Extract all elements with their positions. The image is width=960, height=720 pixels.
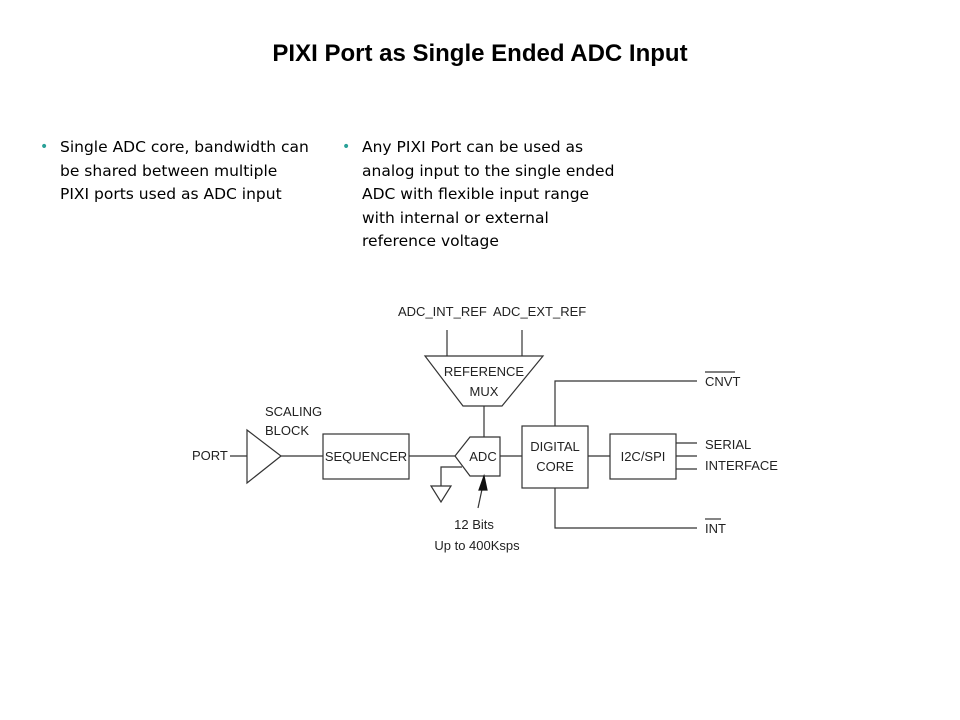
slide-title: PIXI Port as Single Ended ADC Input: [272, 40, 688, 67]
port-label: PORT: [192, 448, 228, 463]
bullet-text: Any PIXI Port can be used as analog inpu…: [362, 138, 615, 250]
serial-label-2: INTERFACE: [705, 458, 778, 473]
cnvt-wire: [554, 380, 697, 426]
digital-core-label-1: DIGITAL: [530, 439, 580, 454]
adc-ext-ref-label: ADC_EXT_REF: [493, 304, 586, 319]
bullet-list-left: • Single ADC core, bandwidth can be shar…: [40, 136, 310, 207]
resolution-label: 12 Bits: [454, 517, 494, 532]
bullet-item: • Any PIXI Port can be used as analog in…: [342, 136, 622, 254]
cnvt-label: CNVT: [705, 374, 740, 389]
scaling-label-2: BLOCK: [265, 423, 309, 438]
resolution-arrow-icon: [478, 473, 488, 491]
ground-icon: [429, 485, 453, 504]
bullet-dot-icon: •: [40, 139, 49, 155]
sample-rate-label: Up to 400Ksps: [434, 538, 520, 553]
reference-mux-label-2: MUX: [470, 384, 499, 399]
int-wire: [554, 488, 697, 529]
adc-int-ref-label: ADC_INT_REF: [398, 304, 487, 319]
serial-label-1: SERIAL: [705, 437, 751, 452]
digital-core-label-2: CORE: [536, 459, 574, 474]
i2c-spi-label: I2C/SPI: [621, 449, 666, 464]
int-label: INT: [705, 521, 726, 536]
bullet-list-right: • Any PIXI Port can be used as analog in…: [342, 136, 622, 254]
bullet-text: Single ADC core, bandwidth can be shared…: [60, 138, 309, 203]
sequencer-label: SEQUENCER: [325, 449, 407, 464]
bullet-dot-icon: •: [342, 139, 351, 155]
reference-mux-label-1: REFERENCE: [444, 364, 525, 379]
scaling-block-amplifier: [246, 428, 282, 485]
digital-core-block: [521, 425, 589, 489]
bullet-item: • Single ADC core, bandwidth can be shar…: [40, 136, 310, 207]
scaling-label-1: SCALING: [265, 404, 322, 419]
ground-wire: [440, 466, 462, 486]
reference-mux-block: [423, 355, 545, 407]
adc-label: ADC: [469, 449, 496, 464]
